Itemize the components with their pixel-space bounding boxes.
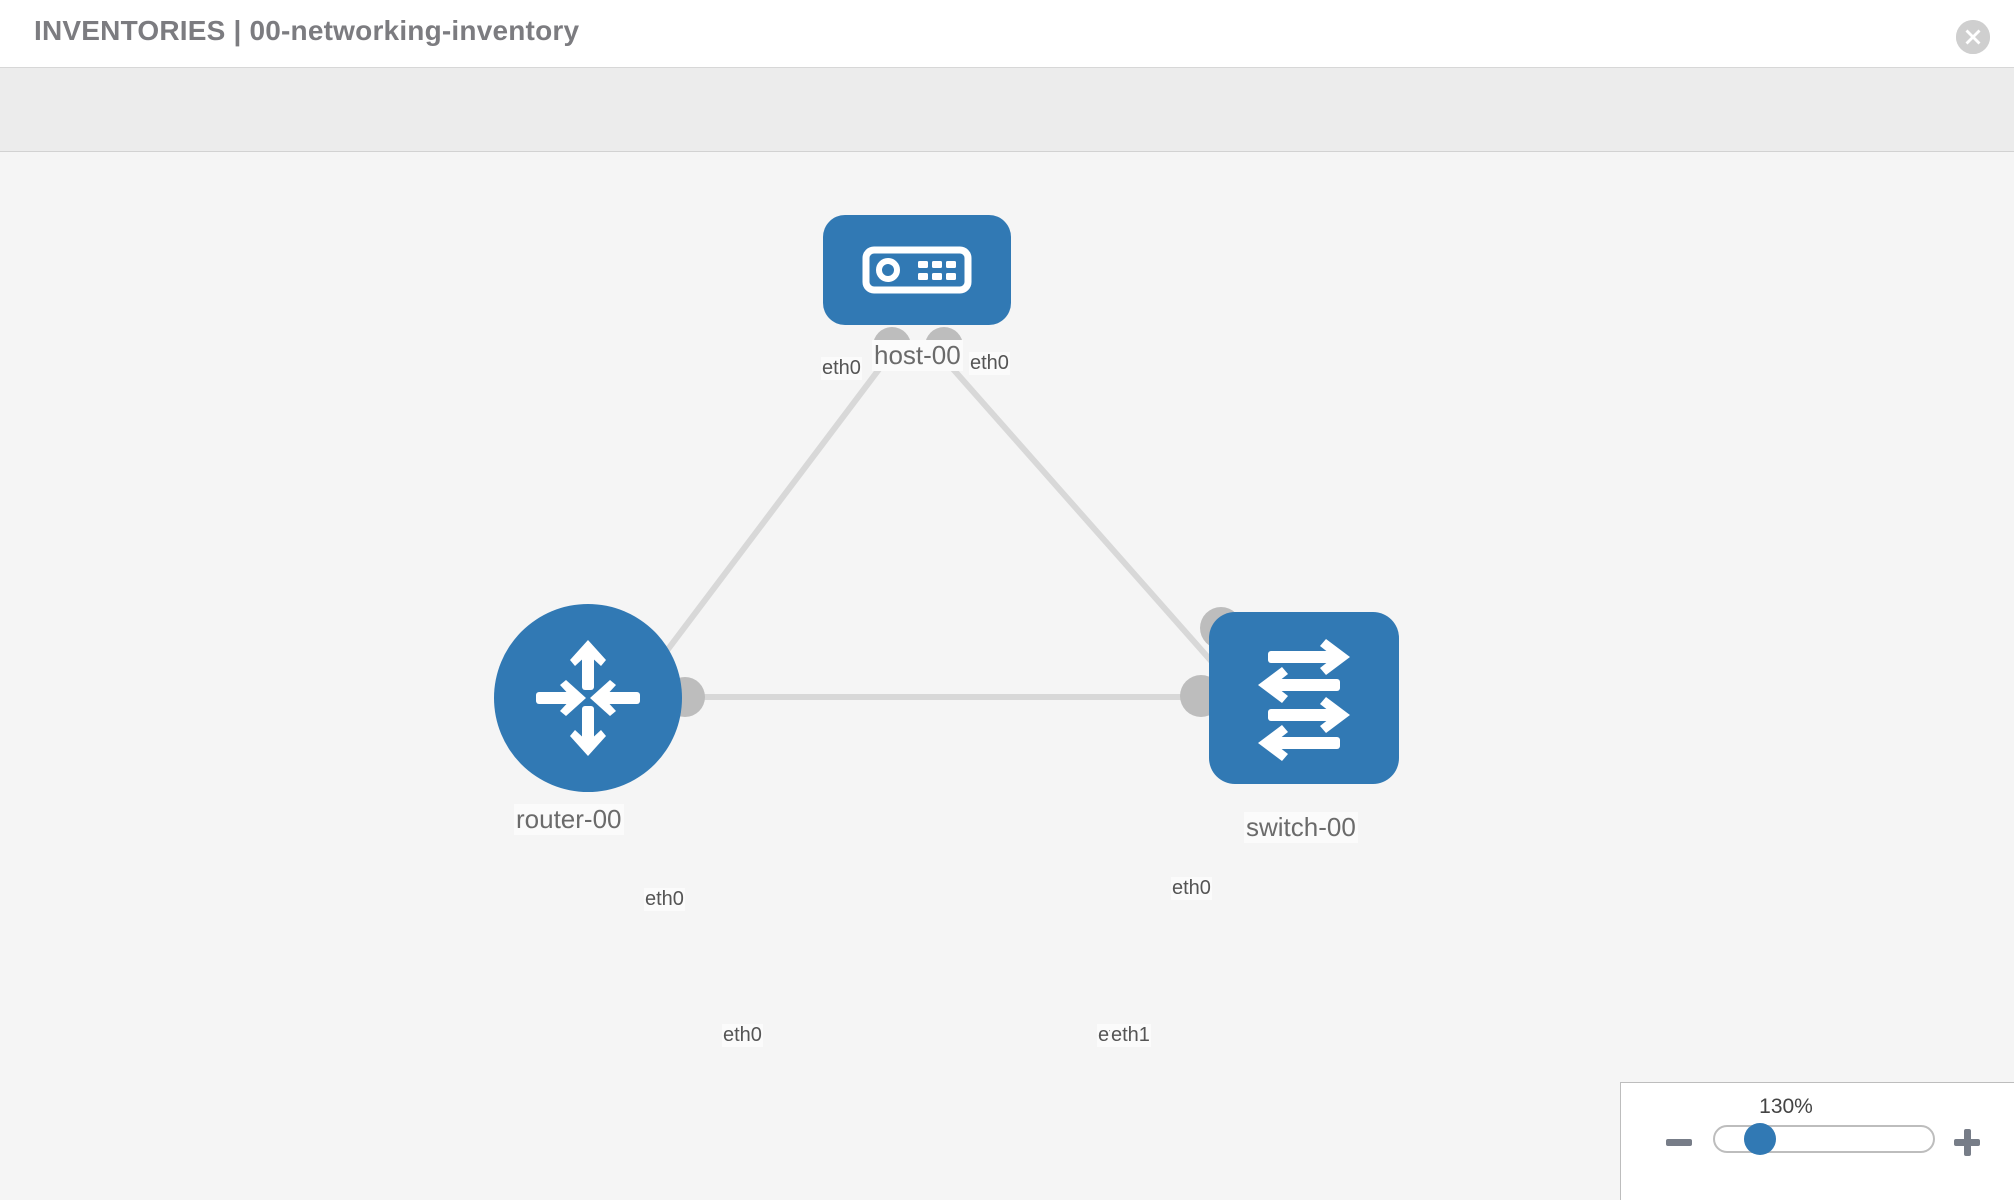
node-label-host: host-00 [872,340,963,371]
toolbar: ACTIONS SEARCH [0,68,2014,202]
server-icon [862,246,972,294]
close-icon[interactable] [1956,20,1990,54]
page-title: INVENTORIES | 00-networking-inventory [34,15,580,46]
zoom-level-label: 130% [1759,1095,1813,1118]
minus-icon[interactable] [1666,1139,1692,1146]
switch-node-shape[interactable] [1209,612,1399,784]
node-label-switch: switch-00 [1244,812,1358,843]
node-host-00[interactable]: host-00 [823,215,1011,415]
plus-icon-vertical [1964,1129,1971,1156]
zoom-slider-thumb[interactable] [1744,1123,1776,1155]
topology-canvas[interactable]: host-00 eth0 eth0 [0,152,2014,1200]
edge-host-switch [935,349,1246,700]
iface-label-switch-left-b: eth1 [1110,1024,1151,1047]
router-node-shape[interactable] [494,604,682,792]
iface-label-router-up: eth0 [644,888,685,911]
router-icon [536,640,640,756]
node-switch-00[interactable]: switch-00 [1209,612,1399,843]
iface-label-host-left: eth0 [821,357,862,380]
switch-icon [1258,639,1350,761]
page-header: INVENTORIES | 00-networking-inventory [0,0,2014,68]
node-router-00[interactable]: router-00 [494,604,682,835]
node-label-router: router-00 [514,804,624,835]
topology-edges [629,349,1246,700]
zoom-control-panel: 130% [1620,1082,2014,1200]
iface-label-host-right: eth0 [969,352,1010,375]
edge-host-router [629,349,895,700]
iface-label-switch-up: eth0 [1171,877,1212,900]
host-node-shape[interactable] [823,215,1011,325]
iface-label-router-right: eth0 [722,1024,763,1047]
